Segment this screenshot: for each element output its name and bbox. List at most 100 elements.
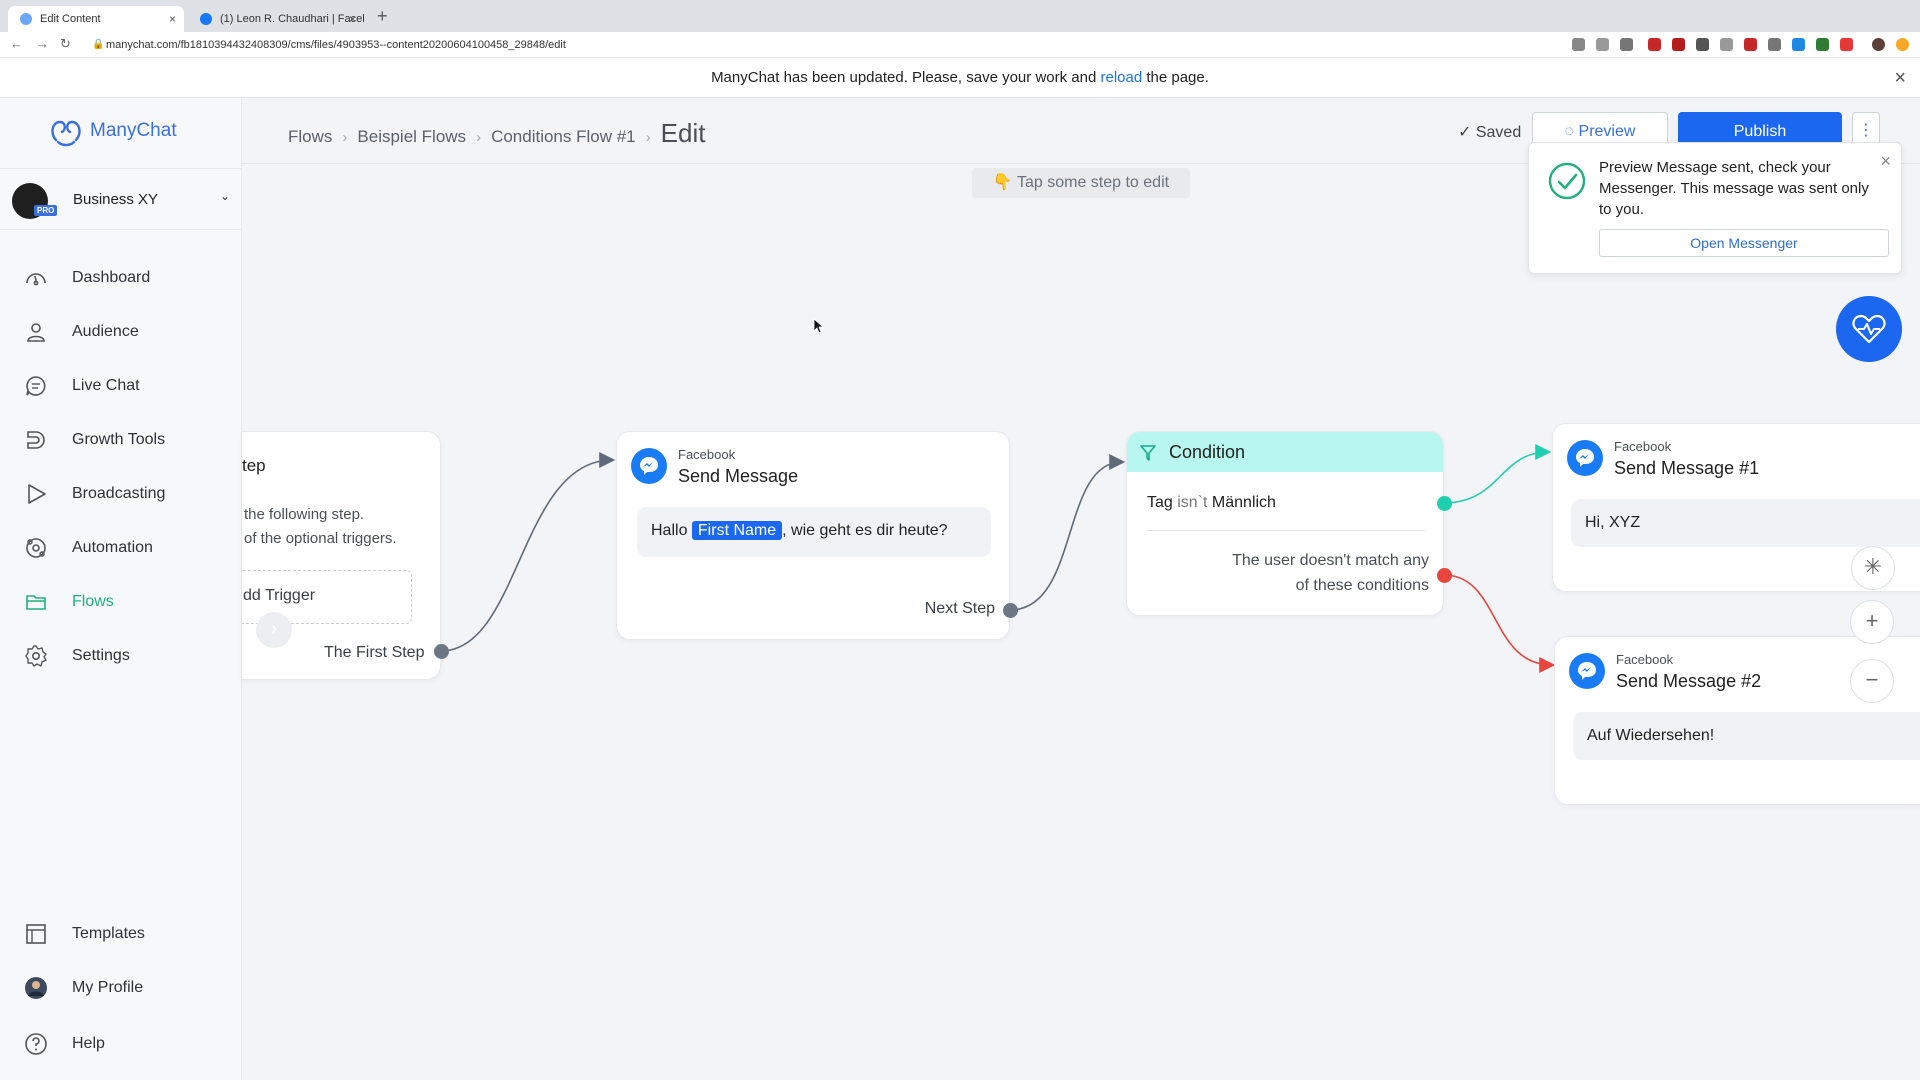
- chevron-right-icon: ›: [342, 129, 348, 146]
- check-circle-icon: [1548, 162, 1586, 200]
- sidebar-item-dashboard[interactable]: Dashboard: [0, 258, 242, 298]
- back-arrow-icon[interactable]: ←: [10, 36, 23, 51]
- message-bubble[interactable]: Hi, XYZ: [1571, 499, 1920, 547]
- fallback-port[interactable]: [1437, 568, 1452, 583]
- health-check-button[interactable]: [1836, 296, 1902, 362]
- address-bar[interactable]: 🔒 manychat.com/fb1810394432408309/cms/fi…: [88, 35, 1568, 55]
- zoom-in-button[interactable]: +: [1850, 600, 1894, 644]
- mouse-cursor-icon: [813, 318, 825, 334]
- extension-icon[interactable]: [1720, 38, 1733, 51]
- browser-tab-strip: Edit Content × (1) Leon R. Chaudhari | F…: [0, 0, 1920, 32]
- forward-arrow-icon[interactable]: →: [36, 36, 49, 51]
- magnet-icon: [27, 431, 45, 449]
- extension-icon[interactable]: [1648, 38, 1661, 51]
- start-node-title: tep: [242, 456, 266, 475]
- business-name: Business XY: [73, 191, 159, 208]
- messenger-icon: [1569, 653, 1605, 689]
- sidebar-item-label: Help: [72, 1035, 105, 1052]
- profile-avatar-icon[interactable]: [1872, 38, 1885, 51]
- sidebar-item-help[interactable]: Help: [0, 1024, 242, 1064]
- translate-icon[interactable]: [1572, 38, 1585, 51]
- extension-icon[interactable]: [1768, 38, 1781, 51]
- sidebar-item-label: My Profile: [72, 979, 144, 996]
- first-step-port[interactable]: [434, 644, 449, 659]
- next-step-port-label: Next Step: [924, 600, 995, 617]
- sidebar-item-templates[interactable]: Templates: [0, 914, 242, 954]
- send-message-1-node[interactable]: Facebook Send Message #1 Hi, XYZ ✳: [1552, 423, 1920, 592]
- toast-message: Preview Message sent, check your Messeng…: [1599, 159, 1869, 218]
- send-arrow-icon: [28, 484, 46, 504]
- fallback-label-line: The user doesn't match any: [1232, 552, 1429, 569]
- update-icon[interactable]: [1896, 38, 1909, 51]
- start-step-node[interactable]: tep the following step. of the optional …: [242, 431, 441, 680]
- extension-icon[interactable]: [1744, 38, 1757, 51]
- match-port[interactable]: [1437, 496, 1452, 511]
- send-message-node[interactable]: Facebook Send Message Hallo First Name, …: [616, 431, 1010, 640]
- breadcrumb: Flows › Beispiel Flows › Conditions Flow…: [288, 118, 705, 149]
- sidebar-item-automation[interactable]: Automation: [0, 528, 242, 568]
- tab-close-icon[interactable]: ×: [168, 12, 176, 26]
- sidebar-item-growth-tools[interactable]: Growth Tools: [0, 420, 242, 460]
- tab-title: (1) Leon R. Chaudhari | Faceb: [220, 13, 364, 25]
- zoom-icon[interactable]: [1596, 38, 1609, 51]
- sidebar-item-flows[interactable]: Flows: [0, 582, 242, 622]
- zoom-out-button[interactable]: −: [1850, 659, 1894, 703]
- magic-wand-icon[interactable]: ✳: [1851, 546, 1895, 590]
- breadcrumb-flows[interactable]: Flows: [288, 127, 333, 146]
- browser-tab-facebook[interactable]: (1) Leon R. Chaudhari | Faceb ×: [188, 6, 364, 32]
- node-title: Send Message #1: [1614, 458, 1760, 478]
- connector-match-branch: [1443, 444, 1552, 504]
- sidebar-item-label: Live Chat: [72, 377, 140, 394]
- extension-icon[interactable]: [1816, 38, 1829, 51]
- condition-rule[interactable]: Tag isn`t Männlich: [1147, 494, 1276, 512]
- toast-close-icon[interactable]: ×: [1880, 151, 1891, 171]
- manychat-logo[interactable]: ManyChat: [48, 114, 177, 148]
- message-bubble[interactable]: Auf Wiedersehen!: [1573, 712, 1920, 760]
- sidebar-item-broadcasting[interactable]: Broadcasting: [0, 474, 242, 514]
- chat-bubble-icon: [26, 376, 46, 396]
- condition-node[interactable]: Condition Tag isn`t Männlich The user do…: [1126, 431, 1444, 616]
- extension-icon[interactable]: [1672, 38, 1685, 51]
- banner-close-icon[interactable]: ×: [1894, 67, 1906, 89]
- tab-close-icon[interactable]: ×: [348, 12, 356, 26]
- add-trigger-box[interactable]: dd Trigger: [242, 570, 412, 624]
- reload-link[interactable]: reload: [1100, 69, 1143, 86]
- brand-name: ManyChat: [90, 120, 177, 141]
- extension-icon[interactable]: [1840, 38, 1853, 51]
- business-selector[interactable]: PRO Business XY ⌄: [0, 168, 242, 230]
- chevron-right-icon[interactable]: ›: [256, 612, 292, 648]
- check-icon: ✓: [1458, 124, 1472, 141]
- hint-text: Tap some step to edit: [1016, 174, 1170, 191]
- sidebar-item-live-chat[interactable]: Live Chat: [0, 366, 242, 406]
- node-source: Facebook: [678, 447, 736, 462]
- reload-icon[interactable]: ↻: [60, 36, 71, 51]
- messenger-icon: [1567, 440, 1603, 476]
- sidebar-item-label: Templates: [72, 925, 145, 942]
- sidebar-item-audience[interactable]: Audience: [0, 312, 242, 352]
- node-title: Send Message #2: [1616, 671, 1762, 691]
- saved-status: ✓ Saved: [1458, 122, 1521, 142]
- facebook-favicon-icon: [200, 13, 212, 25]
- star-icon[interactable]: [1620, 38, 1633, 51]
- manychat-favicon-icon: [20, 13, 32, 25]
- browser-tab-edit-content[interactable]: Edit Content ×: [8, 6, 184, 32]
- saved-label: Saved: [1475, 124, 1522, 141]
- extension-icon[interactable]: [1792, 38, 1805, 51]
- gear-icon: [25, 645, 47, 667]
- chevron-down-icon: ⌄: [219, 189, 230, 203]
- node-source: Facebook: [1614, 439, 1672, 454]
- page-title: Edit: [660, 118, 706, 148]
- sidebar-item-settings[interactable]: Settings: [0, 636, 242, 676]
- extension-icon[interactable]: [1696, 38, 1709, 51]
- breadcrumb-conditions-flow[interactable]: Conditions Flow #1: [491, 127, 636, 146]
- rule-value: Männlich: [1211, 494, 1276, 511]
- next-step-port[interactable]: [1003, 603, 1018, 618]
- new-tab-button[interactable]: +: [377, 6, 388, 26]
- message-bubble[interactable]: Hallo First Name, wie geht es dir heute?: [637, 507, 991, 557]
- open-messenger-button[interactable]: Open Messenger: [1599, 229, 1889, 257]
- breadcrumb-beispiel-flows[interactable]: Beispiel Flows: [357, 127, 467, 146]
- preview-sent-toast: Preview Message sent, check your Messeng…: [1528, 142, 1902, 274]
- sidebar-item-my-profile[interactable]: My Profile: [0, 968, 242, 1008]
- update-banner: ManyChat has been updated. Please, save …: [0, 58, 1920, 98]
